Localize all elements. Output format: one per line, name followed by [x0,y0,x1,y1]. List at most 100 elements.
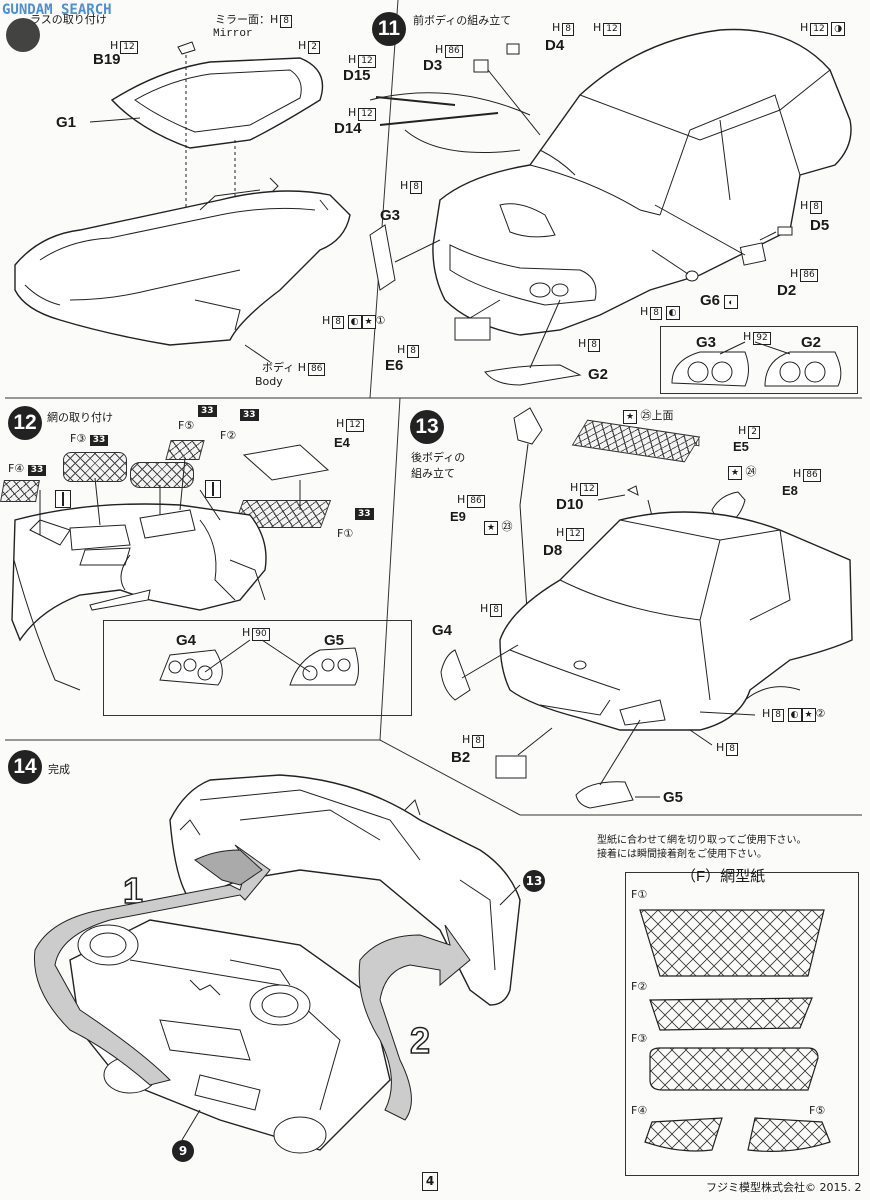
mirror-en: Mirror [213,28,253,40]
b2-label: B2 [451,749,471,766]
step-10-badge [6,18,40,52]
step-13-badge: 13 [410,410,444,444]
d4-label: D4 [545,37,565,54]
lens-g5-label: G5 [324,632,345,649]
g3-label: G3 [380,207,401,224]
template-f2: F② [631,980,648,993]
e6-label: E6 [385,357,404,374]
e5-top-note: ★ ㉕上面 [623,410,674,424]
template-note-2: 接着には瞬間接着剤をご使用下さい。 [597,849,767,860]
d2-label: D2 [777,282,797,299]
step-13-title-2: 組み立て [411,467,455,480]
ref-step-9: 9 [172,1140,194,1162]
g4-label: G4 [432,622,453,639]
star-icon: ★ [361,315,376,329]
template-note-1: 型紙に合わせて網を切り取ってご使用下さい。 [597,835,807,846]
mesh-f2 [130,462,194,488]
paint-mix-icon: ◐ [787,708,802,722]
e4-label: E4 [334,435,350,450]
template-f3: F③ [631,1032,648,1045]
f5-tag: 33 [198,405,217,417]
template-f4: F④ [631,1104,648,1117]
g6-label: G6 ◐ [700,293,739,309]
arrow-2-label: 2 [409,1019,431,1062]
watermark: GUNDAM SEARCH [2,2,112,18]
d10-label: D10 [556,496,584,513]
e8-label: E8 [782,483,798,498]
paint-mix-icon: ◑ [831,22,846,36]
template-box: （F）網型紙 F① F② F③ F④ F⑤ [625,868,859,1176]
template-f5: F⑤ [809,1104,826,1117]
paint-mix-icon: ◐ [724,295,739,309]
lens-g4-label: G4 [176,632,197,649]
glue-icon [205,480,221,498]
lens-g2-label: G2 [801,334,822,351]
f5-label: F⑤ [178,419,195,432]
star-icon: ★ [728,466,742,480]
d3-label: D3 [423,57,443,74]
f2-label: F② [220,429,237,442]
step-13-title-1: 後ボディの [411,451,466,464]
e8-star: ★ ㉔ [728,466,757,480]
e9-label: E9 [450,509,466,524]
ref-step-13: 13 [523,870,545,892]
step-10-title: ラスの取り付け [30,13,107,26]
f1-label: F① [337,527,354,540]
step-12-title: 網の取り付け [47,411,113,424]
paint-mix-icon: ◐ [347,315,362,329]
template-title: （F）網型紙 [681,868,766,885]
f3-label: F③ 33 [70,433,109,446]
e5-label: E5 [733,439,749,454]
star-icon: ★ [623,410,637,424]
star-icon: ★ [484,521,498,535]
step-12-badge: 12 [8,406,42,440]
d14-label: D14 [334,120,362,137]
paint-mix-icon: ◐ [665,306,680,320]
page-number: 4 [422,1172,438,1191]
step-11-badge: 11 [372,12,406,46]
lens-g3-label: G3 [696,334,717,351]
f2-tag: 33 [240,409,259,421]
template-f1: F① [631,888,648,901]
e9-star: ★ ㉓ [484,521,513,535]
step-14-badge: 14 [8,750,42,784]
copyright: フジミ模型株式会社© 2015. 2 [706,1181,862,1194]
f4-label: F④ 33 [8,463,47,476]
step-14-title: 完成 [48,763,70,776]
arrow-1-label: 1 [122,869,144,912]
step-11-title: 前ボディの組み立て [413,14,512,27]
